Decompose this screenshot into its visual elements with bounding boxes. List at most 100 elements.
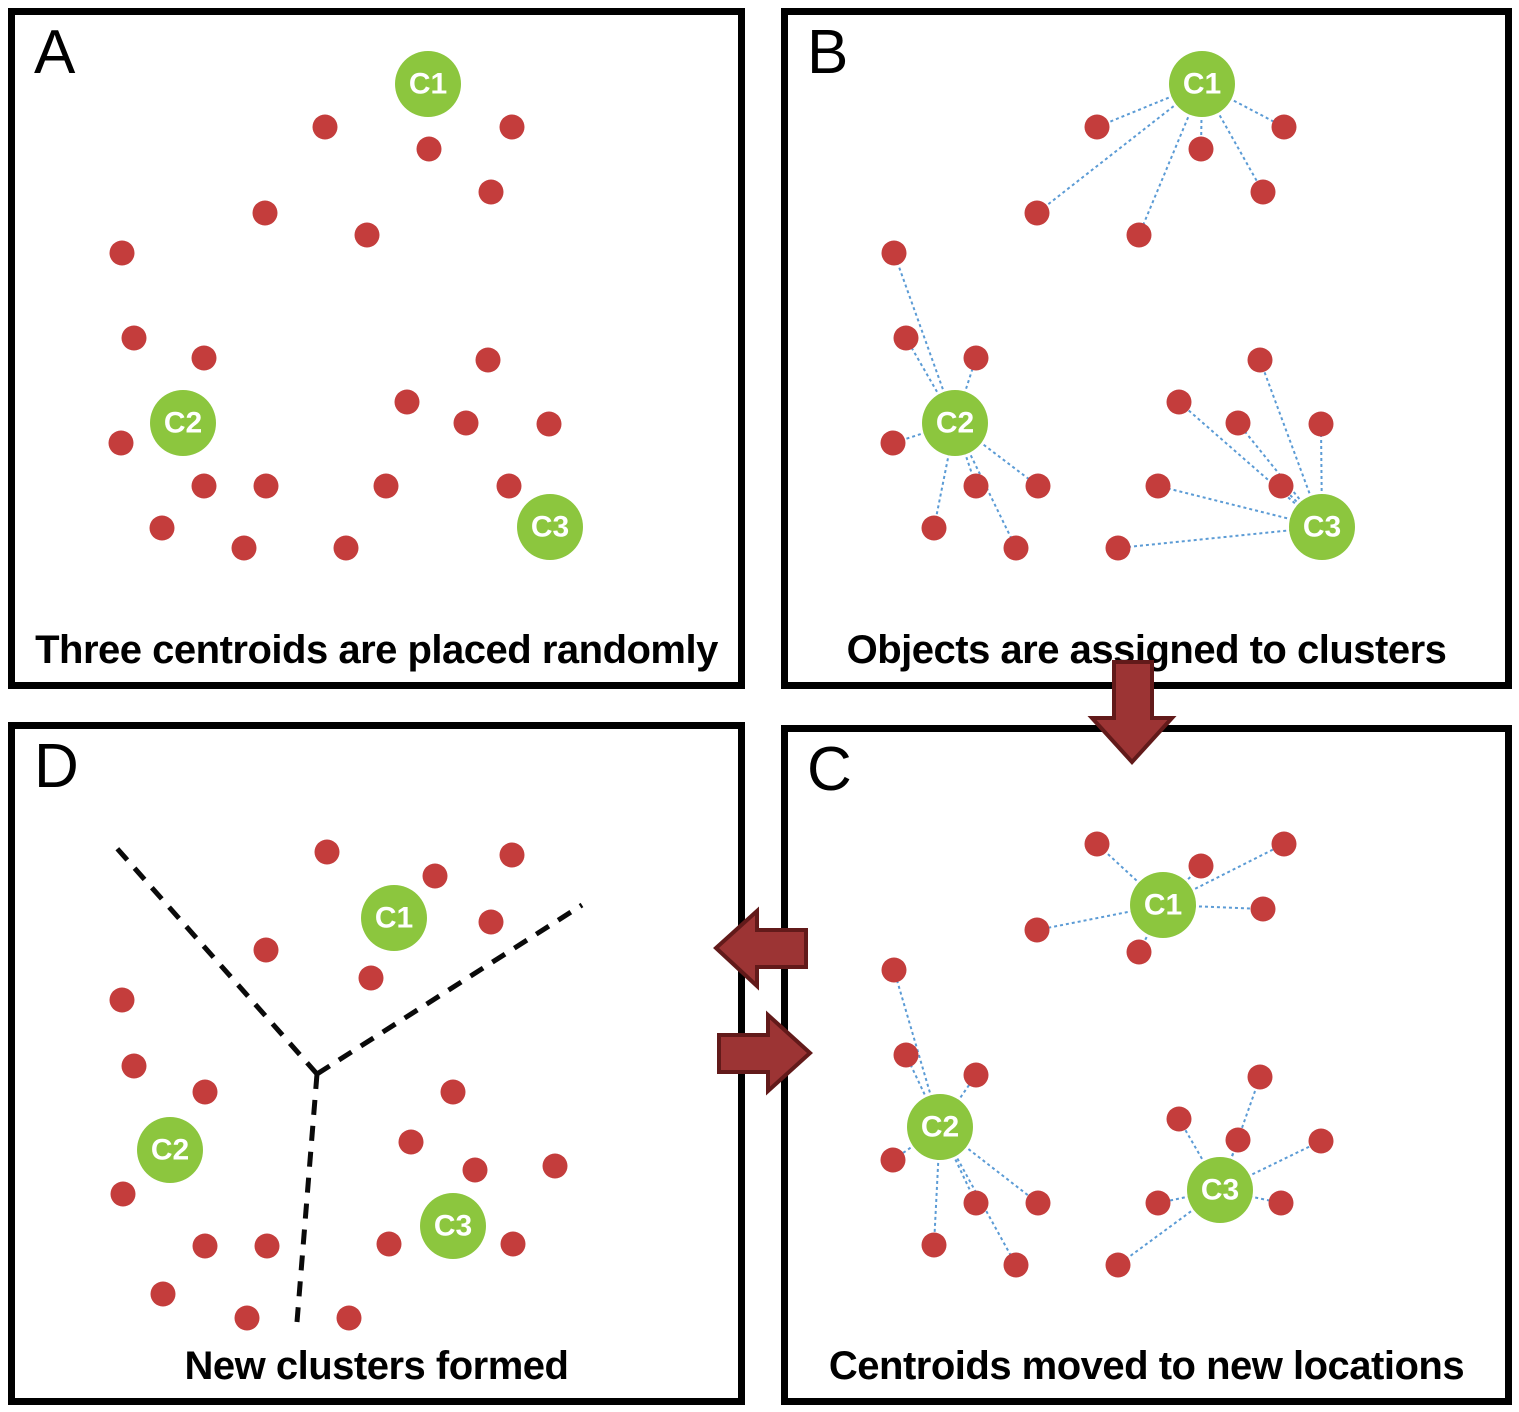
data-point — [921, 1232, 947, 1258]
data-point — [478, 909, 504, 935]
panel-border — [781, 8, 1512, 689]
data-point — [1126, 222, 1152, 248]
data-point — [1105, 535, 1131, 561]
cluster-assignment-line — [905, 337, 956, 424]
data-point — [1166, 389, 1192, 415]
data-point — [314, 839, 340, 865]
data-point — [893, 325, 919, 351]
data-point — [394, 389, 420, 415]
cluster-assignment-line — [1162, 843, 1285, 906]
data-point — [422, 863, 448, 889]
data-point — [192, 1233, 218, 1259]
panel-border — [8, 8, 745, 689]
data-point — [1084, 114, 1110, 140]
centroid-label-c1: C1 — [375, 902, 413, 935]
data-point — [440, 1079, 466, 1105]
centroid-label-c3: C3 — [531, 511, 569, 544]
data-point — [499, 842, 525, 868]
data-point — [963, 473, 989, 499]
data-point — [1025, 1190, 1051, 1216]
data-point — [150, 1281, 176, 1307]
data-point — [1247, 347, 1273, 373]
data-point — [121, 1053, 147, 1079]
data-point — [500, 1231, 526, 1257]
data-point — [231, 535, 257, 561]
centroid-label-c2: C2 — [151, 1134, 189, 1167]
centroid-label-c3: C3 — [1201, 1174, 1239, 1207]
data-point — [1268, 1190, 1294, 1216]
panel-border — [8, 722, 745, 1405]
centroid-label-c3: C3 — [434, 1210, 472, 1243]
data-point — [536, 411, 562, 437]
data-point — [1084, 831, 1110, 857]
data-point — [191, 473, 217, 499]
data-point — [880, 430, 906, 456]
cluster-assignment-line — [1117, 526, 1323, 549]
centroid-c1 — [1130, 872, 1196, 938]
data-point — [253, 473, 279, 499]
data-point — [109, 987, 135, 1013]
cluster-assignment-line — [1320, 423, 1323, 528]
data-point — [1250, 896, 1276, 922]
data-point — [109, 240, 135, 266]
centroid-label-c1: C1 — [409, 68, 447, 101]
cluster-assignment-line — [1157, 485, 1323, 528]
data-point — [453, 410, 479, 436]
data-point — [1166, 1106, 1192, 1132]
data-point — [333, 535, 359, 561]
centroid-label-c3: C3 — [1303, 511, 1341, 544]
data-point — [881, 240, 907, 266]
panel-c-letter: C — [807, 735, 852, 804]
panel-a-caption: Three centroids are placed randomly — [35, 628, 718, 672]
data-point — [893, 1042, 919, 1068]
centroid-label-c2: C2 — [921, 1111, 959, 1144]
data-point — [1271, 114, 1297, 140]
panel-d-letter: D — [34, 732, 79, 801]
data-point — [373, 473, 399, 499]
data-point — [336, 1305, 362, 1331]
panel-a-letter: A — [34, 18, 76, 87]
data-point — [312, 114, 338, 140]
data-point — [254, 1233, 280, 1259]
panel-d-caption: New clusters formed — [184, 1344, 569, 1388]
data-point — [963, 1062, 989, 1088]
centroid-c2 — [922, 390, 988, 456]
data-point — [1105, 1252, 1131, 1278]
data-point — [542, 1153, 568, 1179]
data-point — [149, 515, 175, 541]
data-point — [1308, 411, 1334, 437]
cluster-assignment-line — [954, 422, 1017, 549]
centroid-c1 — [1169, 51, 1235, 117]
centroid-label-c1: C1 — [1183, 68, 1221, 101]
centroid-c1 — [395, 51, 461, 117]
centroid-c2 — [907, 1094, 973, 1160]
data-point — [963, 1190, 989, 1216]
data-point — [416, 136, 442, 162]
centroid-c3 — [1187, 1157, 1253, 1223]
data-point — [880, 1147, 906, 1173]
centroid-label-c2: C2 — [164, 407, 202, 440]
centroid-c2 — [150, 390, 216, 456]
cluster-assignment-line — [1162, 904, 1264, 910]
panel-c-caption: Centroids moved to new locations — [828, 1344, 1465, 1388]
data-point — [252, 200, 278, 226]
data-point — [1250, 179, 1276, 205]
data-point — [121, 325, 147, 351]
data-point — [1308, 1128, 1334, 1154]
centroid-c3 — [1289, 494, 1355, 560]
data-point — [1271, 831, 1297, 857]
data-point — [462, 1157, 488, 1183]
centroid-label-c2: C2 — [936, 407, 974, 440]
data-point — [963, 345, 989, 371]
centroid-c3 — [420, 1193, 486, 1259]
data-point — [1003, 1252, 1029, 1278]
data-point — [1268, 473, 1294, 499]
data-point — [1145, 1190, 1171, 1216]
data-point — [1024, 200, 1050, 226]
centroid-label-c1: C1 — [1144, 889, 1182, 922]
